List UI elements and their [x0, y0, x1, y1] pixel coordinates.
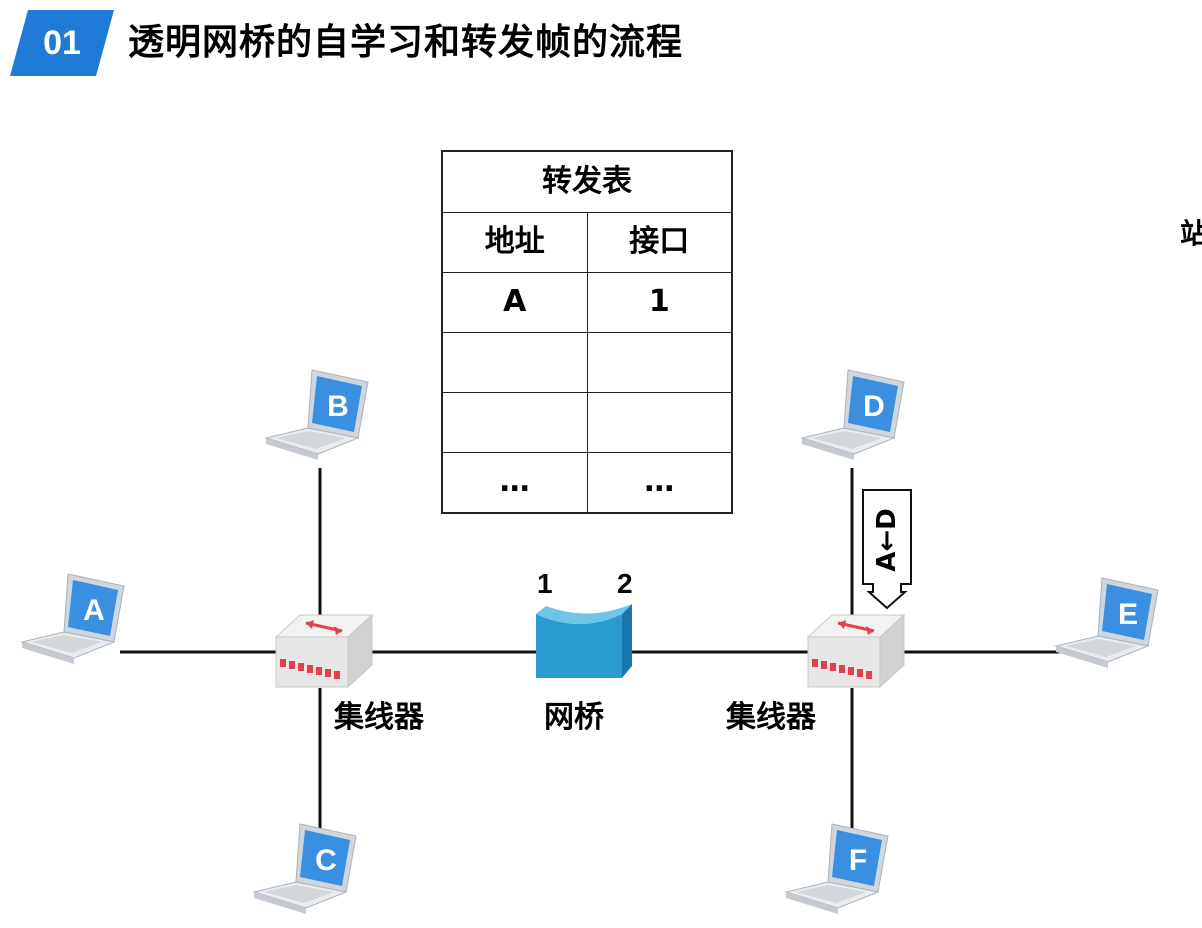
slide-title: 透明网桥的自学习和转发帧的流程: [128, 22, 684, 63]
table-cell-address: A: [503, 284, 527, 319]
bridge-port-1-label: 1: [537, 568, 553, 599]
bridge-port-2-label: 2: [617, 568, 633, 599]
bridge-label: 网桥: [544, 700, 604, 735]
column-header-interface: 接口: [586, 213, 732, 272]
laptop-icon: D: [800, 369, 905, 460]
table-cell-address: [443, 393, 587, 452]
table-cell-address: [443, 333, 587, 392]
laptop-icon: E: [1054, 577, 1159, 668]
table-cell-interface: …: [586, 453, 732, 512]
host-label-e: E: [1118, 598, 1138, 631]
table-cell-address: …: [499, 464, 530, 499]
host-label-a: A: [83, 594, 105, 627]
table-cell-interface: 1: [586, 273, 732, 332]
host-label-f: F: [849, 844, 867, 877]
slide-header: 01 透明网桥的自学习和转发帧的流程: [0, 0, 1202, 90]
hub-left-label: 集线器: [334, 700, 424, 735]
table-row: [443, 392, 731, 452]
table-caption: 转发表: [542, 164, 632, 199]
laptop-icon: F: [784, 823, 889, 914]
clipped-edge-text: 站: [1180, 217, 1202, 250]
table-cell-interface: [586, 333, 732, 392]
frame-arrow-icon: [862, 489, 912, 610]
table-row: … …: [443, 452, 731, 512]
table-row: [443, 332, 731, 392]
table-header-row: 地址 接口: [443, 212, 731, 272]
table-cell-interface: [586, 393, 732, 452]
frame-label: A←D: [872, 508, 902, 572]
frame-label-container: A←D: [861, 490, 913, 590]
section-number-badge: 01: [10, 10, 114, 76]
laptop-icon: C: [252, 823, 357, 914]
host-label-c: C: [315, 844, 337, 877]
forwarding-table: 转发表 地址 接口 A 1 … …: [441, 150, 733, 514]
host-label-b: B: [327, 390, 349, 423]
hub-left-icon: [274, 613, 374, 689]
hub-right-label: 集线器: [726, 700, 816, 735]
hub-right-icon: [806, 613, 906, 689]
laptop-icon: A: [20, 573, 125, 664]
table-row: A 1: [443, 272, 731, 332]
host-label-d: D: [863, 390, 885, 423]
column-header-address: 地址: [484, 224, 545, 259]
laptop-icon: B: [264, 369, 369, 460]
bridge-icon: [536, 604, 632, 678]
